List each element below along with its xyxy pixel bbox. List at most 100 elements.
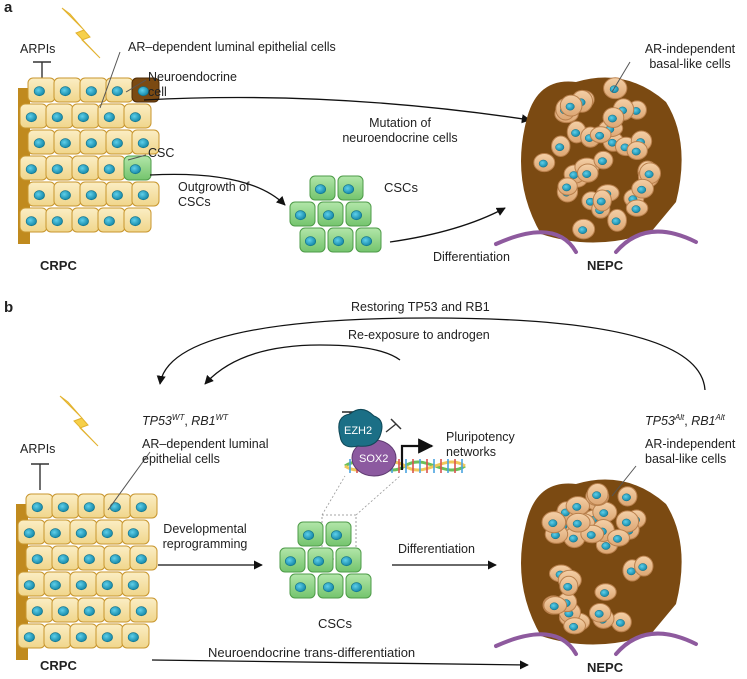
cscs-label-b: CSCs [318,616,352,631]
zoom-line-left [321,475,346,516]
reexposure-arrow [204,344,401,385]
nucleus [75,632,87,643]
nucleus [135,554,147,565]
nucleus [101,580,113,591]
nucleus [127,528,139,539]
csc-pointer-a [127,154,147,161]
basement-membrane-left [494,632,578,656]
luminal-label-a: AR–dependent luminal epithelial cells [128,40,336,54]
nucleus [607,114,617,123]
differentiation-label-a: Differentiation [433,250,510,264]
nucleus [59,86,71,97]
rb1-wt-gene: RB1 [191,414,216,428]
nucleus [597,157,607,166]
nucleus [548,519,558,528]
nucleus [83,554,95,565]
csc-cluster-b [279,521,372,599]
nucleus [49,632,61,643]
panel-b-label: b [4,299,14,316]
nucleus [103,216,115,227]
nucleus [304,236,316,247]
pluripotency-arrow [400,438,434,470]
outgrowth-arrow [149,173,286,206]
pluripotency-label: Pluripotency networks [446,430,515,459]
restoring-label: Restoring TP53 and RB1 [351,300,490,314]
crpc-tissue-a [18,77,160,244]
outgrowth-label: Outgrowth of CSCs [178,180,250,209]
nucleus [83,502,95,513]
nucleus [340,556,352,567]
crpc-tissue-b [16,493,158,660]
nepc-tissue-a [494,77,698,254]
csc-label: CSC [148,146,175,160]
genotype-alt: TP53Alt, RB1Alt [645,412,725,428]
arpis-label-a: ARPIs [20,42,56,56]
ne-pointer-a [125,79,147,93]
mutation-arrow [143,96,531,124]
tp53-wt-gene: TP53 [142,414,172,428]
transdiff-arrow [151,659,529,670]
nucleus [322,582,334,593]
zoom-line-right [355,475,401,516]
nucleus [638,563,648,571]
nucleus [109,554,121,565]
nucleus [57,606,69,617]
nucleus [23,528,35,539]
nucleus [572,519,582,528]
nucleus [350,582,362,593]
ezh2-inhibit-bar [390,418,402,430]
nucleus [621,518,631,527]
basement-membrane-left [494,230,578,254]
nucleus [615,619,625,627]
nucleus [582,170,592,178]
nucleus [600,589,610,597]
nucleus [137,190,149,201]
basement-membrane-right [614,631,698,656]
nucleus [342,184,354,195]
basal-label-b: AR-independent basal-like cells [645,437,736,466]
nucleus [75,580,87,591]
nepc-label-b: NEPC [587,660,624,675]
nepc-tissue-b [494,479,698,656]
nucleus [350,210,362,221]
nucleus [59,138,71,149]
nucleus [314,184,326,195]
nucleus [49,528,61,539]
nucleus [631,205,641,214]
nucleus [360,236,372,247]
nucleus [111,86,123,97]
nucleus [59,190,71,201]
nucleus [77,164,89,175]
nucleus [555,143,565,152]
nucleus [599,509,609,517]
nucleus [25,112,37,123]
nucleus [101,528,113,539]
nucleus [562,183,572,192]
nucleus [31,606,43,617]
nucleus [569,622,579,631]
nucleus [578,226,588,234]
lightning-icon [59,395,99,447]
nucleus [103,164,115,175]
nucleus [631,147,641,156]
crpc-label-a: CRPC [40,258,77,273]
nucleus [111,190,123,201]
nucleus [33,138,45,149]
ne-cell-label: Neuroendocrine cell [148,70,237,99]
nucleus [25,164,37,175]
rb1-alt-sup: Alt [715,412,725,422]
nucleus [565,102,575,111]
nucleus [57,554,69,565]
nucleus [111,138,123,149]
nucleus [637,185,647,194]
nucleus [622,493,631,502]
nucleus [23,632,35,643]
nucleus [322,210,334,221]
nucleus [572,503,582,511]
nucleus [31,502,43,513]
luminal-label-b: AR–dependent luminal epithelial cells [142,437,269,466]
restoring-arrow [156,317,706,391]
cscs-label-a: CSCs [384,180,418,195]
nucleus [33,86,45,97]
nucleus [595,131,605,140]
